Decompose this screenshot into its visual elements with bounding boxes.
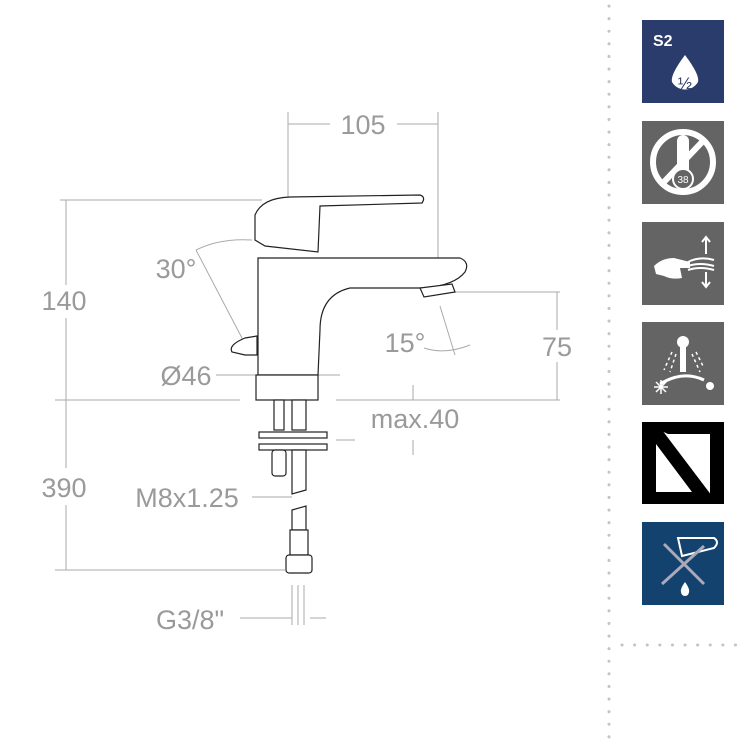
- dim-connection: G3/8": [156, 605, 224, 635]
- dimension-lines: [55, 112, 560, 625]
- hot-dot-icon: [706, 382, 714, 390]
- cold-snowflake-icon: [654, 380, 668, 394]
- hand-flow-icon: [642, 222, 724, 305]
- s2-water-saving-icon: S2 ½: [642, 20, 724, 103]
- dim-width-105: 105: [340, 110, 385, 140]
- cold-hot-mix-icon: [642, 322, 724, 405]
- faucet-drawing: [230, 194, 468, 574]
- half-label: ½: [678, 74, 692, 93]
- temp-38-label: 38: [677, 175, 689, 186]
- dim-lever-angle: 30°: [156, 254, 197, 284]
- dim-hose-length: 390: [41, 473, 86, 503]
- no-thermostat-38-icon: 38: [642, 121, 724, 204]
- dim-height-140: 140: [41, 286, 86, 316]
- s2-label: S2: [653, 33, 673, 50]
- dim-spout-angle: 15°: [385, 328, 426, 358]
- dim-max-thickness: max.40: [371, 404, 460, 434]
- dim-base-diameter: Ø46: [160, 361, 211, 391]
- brand-logo-icon: [642, 422, 724, 505]
- dim-stud-thread: M8x1.25: [135, 483, 239, 513]
- no-acid-cleaning-icon: [642, 522, 724, 605]
- dim-spout-height: 75: [542, 332, 572, 362]
